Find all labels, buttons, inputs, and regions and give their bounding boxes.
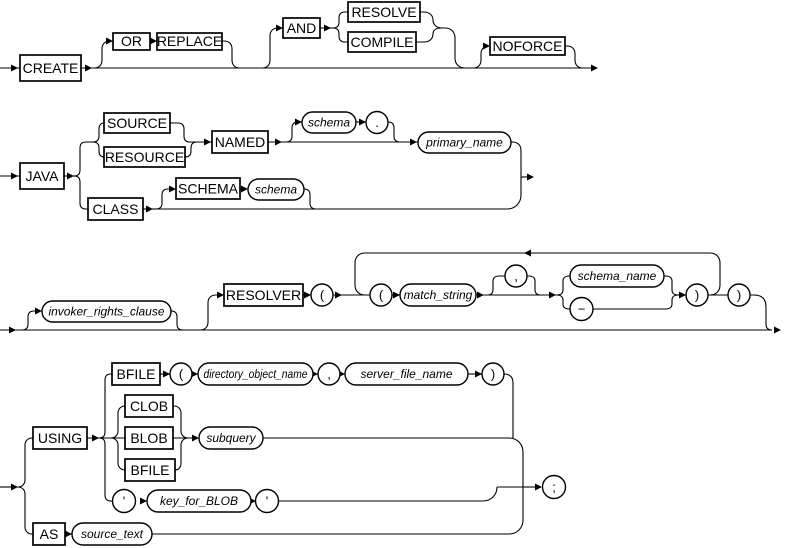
circle-comma-resolver <box>504 264 528 288</box>
circle-rparen-1 <box>685 283 709 307</box>
oval-schema-2 <box>247 178 305 201</box>
circle-lparen-1 <box>310 283 334 307</box>
oval-subquery <box>198 426 264 450</box>
oval-subquery-label: subquery <box>206 431 256 445</box>
keyword-resource <box>103 146 186 168</box>
row4-nodes: USING BFILE ( directory_object_name , se… <box>32 362 567 546</box>
row1-nodes: CREATE OR REPLACE AND RESOLVE COMPILE NO… <box>19 1 566 82</box>
circle-quote-2-label: ' <box>266 494 268 509</box>
row3-nodes: invoker_rights_clause RESOLVER ( ( match… <box>41 264 751 323</box>
circle-lparen-bfile-label: ( <box>179 367 184 382</box>
keyword-create <box>19 54 82 82</box>
keyword-bfile-1 <box>111 362 161 386</box>
keyword-resolve <box>347 1 421 23</box>
circle-dash-label: − <box>578 302 586 317</box>
circle-rparen-2 <box>727 283 751 307</box>
keyword-using <box>32 426 88 450</box>
oval-source-text-label: source_text <box>81 527 144 541</box>
keyword-class <box>87 197 144 221</box>
oval-source-text <box>71 522 153 546</box>
circle-dot <box>365 110 389 135</box>
oval-match-string-label: match_string <box>404 288 473 302</box>
row2-nodes: JAVA SOURCE RESOURCE NAMED schema . prim… <box>19 110 512 221</box>
oval-invoker-rights-clause <box>41 300 172 323</box>
keyword-blob-label: BLOB <box>130 430 167 446</box>
oval-directory-object-name-label: directory_object_name <box>204 367 308 381</box>
keyword-noforce <box>489 36 566 56</box>
keyword-using-label: USING <box>38 430 82 446</box>
circle-semicolon <box>541 474 567 500</box>
keyword-bfile-2-label: BFILE <box>131 462 170 478</box>
circle-rparen-1-label: ) <box>695 288 699 303</box>
keyword-bfile-2 <box>124 458 176 482</box>
oval-primary-name-label: primary_name <box>425 136 503 150</box>
circle-quote-1 <box>111 488 137 514</box>
keyword-schema-label: SCHEMA <box>178 181 239 197</box>
keyword-class-label: CLASS <box>93 201 139 217</box>
keyword-and <box>282 17 321 39</box>
keyword-and-label: AND <box>287 20 317 36</box>
circle-dot-label: . <box>375 115 379 130</box>
keyword-or <box>112 32 151 51</box>
oval-schema-label: schema <box>308 116 350 130</box>
keyword-java-label: JAVA <box>26 168 60 184</box>
keyword-bfile-1-label: BFILE <box>117 366 156 382</box>
keyword-resolver-label: RESOLVER <box>226 287 301 303</box>
circle-rparen-2-label: ) <box>737 288 741 303</box>
keyword-source-label: SOURCE <box>107 115 167 131</box>
oval-invoker-rights-clause-label: invoker_rights_clause <box>48 305 164 319</box>
oval-key-for-blob <box>146 489 252 513</box>
circle-quote-2 <box>254 488 280 514</box>
oval-match-string <box>399 283 477 307</box>
circle-lparen-2-label: ( <box>379 288 384 303</box>
keyword-resource-label: RESOURCE <box>105 149 184 165</box>
circle-rparen-bfile <box>481 362 505 386</box>
oval-schema-name-label: schema_name <box>578 269 657 283</box>
arrowheads <box>9 24 781 538</box>
oval-server-file-name-label: server_file_name <box>360 367 452 381</box>
keyword-replace <box>156 32 223 51</box>
circle-dash <box>569 296 594 322</box>
keyword-as <box>32 522 66 546</box>
keyword-noforce-label: NOFORCE <box>493 38 563 54</box>
keyword-named <box>211 130 269 154</box>
circle-comma-resolver-label: , <box>514 269 518 284</box>
keyword-create-label: CREATE <box>23 60 79 76</box>
keyword-clob-label: CLOB <box>130 398 168 414</box>
keyword-schema <box>175 177 241 200</box>
keyword-resolve-label: RESOLVE <box>351 4 416 20</box>
keyword-compile-label: COMPILE <box>350 34 413 50</box>
keyword-named-label: NAMED <box>215 134 266 150</box>
oval-schema <box>301 111 357 134</box>
oval-primary-name <box>417 131 512 154</box>
circle-comma-bfile-label: , <box>327 367 331 382</box>
keyword-as-label: AS <box>40 526 59 542</box>
oval-directory-object-name <box>197 362 314 386</box>
circle-lparen-1-label: ( <box>320 288 325 303</box>
circle-lparen-bfile <box>169 362 193 386</box>
keyword-java <box>19 162 65 190</box>
circle-quote-1-label: ' <box>123 494 125 509</box>
oval-schema-name <box>569 264 665 288</box>
oval-server-file-name <box>344 362 469 386</box>
keyword-resolver <box>223 283 304 307</box>
keyword-compile <box>347 31 417 53</box>
circle-comma-bfile <box>317 362 341 386</box>
circle-lparen-2 <box>369 283 393 307</box>
keyword-clob <box>124 394 174 418</box>
keyword-or-label: OR <box>121 33 142 49</box>
keyword-source <box>103 112 171 134</box>
keyword-replace-label: REPLACE <box>157 33 222 49</box>
oval-key-for-blob-label: key_for_BLOB <box>160 494 238 508</box>
keyword-blob <box>124 426 174 450</box>
circle-semicolon-label: ; <box>552 480 556 495</box>
oval-schema-2-label: schema <box>255 183 297 197</box>
circle-rparen-bfile-label: ) <box>491 367 495 382</box>
